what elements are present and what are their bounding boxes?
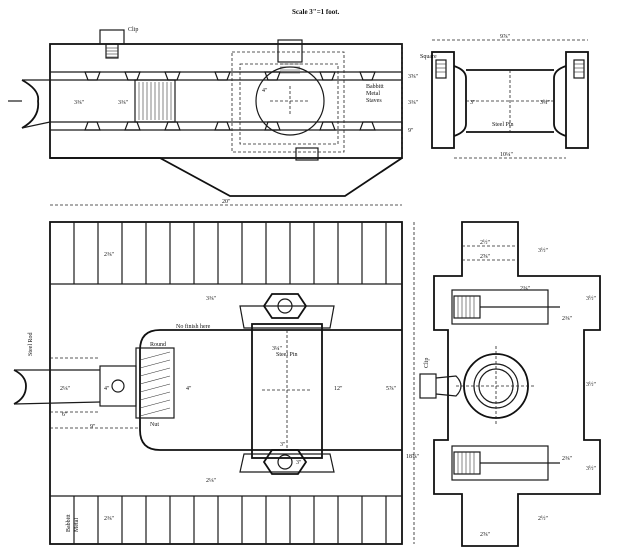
top-babbitt-line3: Staves — [366, 98, 382, 104]
plan-dim-0: 2⅜" — [104, 252, 115, 258]
top-taper-outline — [50, 157, 403, 197]
top-threaded-section — [134, 79, 176, 123]
plan-rod-end — [13, 369, 27, 405]
top-elevation-view: Clip Babbitt Metal Staves 20" 3 — [8, 27, 419, 206]
top-babbitt-line1: Babbitt — [366, 84, 384, 90]
plan-inner-cutout — [139, 329, 402, 451]
end-dim-7: 2⅜" — [562, 456, 573, 462]
end-outline — [433, 221, 601, 547]
top-dim-d: 3⅝" — [408, 74, 419, 80]
plan-central-pin — [251, 323, 323, 459]
top-dashed-housing — [231, 51, 345, 153]
top-clip-block — [99, 29, 125, 45]
pin-left-flange — [431, 51, 455, 149]
pin-detail-view: 9⅞" 10¼" 3" 3¾" Steel Pin Square — [420, 34, 589, 159]
pin-steel-label: Steel Pin — [492, 122, 514, 128]
plan-no-finish-label: No finish here — [176, 323, 211, 330]
top-dim-f: 9" — [408, 128, 414, 134]
plan-dim-14: 18⅝" — [406, 454, 420, 460]
plan-dim-2: 5⅞" — [386, 386, 397, 392]
plan-dim-10: 2⅜" — [104, 516, 115, 522]
plan-top-nut — [262, 293, 308, 319]
plan-round-label: Round — [150, 342, 166, 348]
pin-dim-overall: 9⅞" — [500, 34, 511, 40]
plan-dim-7: 9" — [90, 424, 96, 430]
plan-staves-top — [73, 222, 387, 284]
end-dim-4: 3½" — [586, 295, 597, 302]
end-dim-9: 2½" — [538, 515, 549, 522]
end-dim-6: 3½" — [586, 381, 597, 388]
top-body-outline — [49, 43, 403, 159]
plan-dim-12: 6" — [62, 412, 68, 418]
pin-square-label: Square — [420, 54, 437, 60]
plan-babbitt-line2: Metal — [74, 518, 80, 532]
end-view: Clip 2½" 2⅝" 3½" 2⅜" 3½" 2⅜" 3½" 2⅜" 3½"… — [419, 221, 601, 547]
plan-dim-9: 12" — [334, 386, 343, 392]
top-dim-overall: 20" — [222, 199, 231, 205]
top-dim-b: 3⅜" — [118, 100, 129, 106]
plan-dim-3: 3¼" — [272, 346, 283, 352]
plan-dim-1: 3⅜" — [206, 296, 217, 302]
plan-bottom-nut — [262, 449, 308, 475]
pin-dim-a: 3" — [470, 100, 476, 106]
pin-dim-b: 3¾" — [540, 99, 551, 106]
top-rod-end — [21, 79, 40, 129]
plan-outline — [49, 221, 403, 545]
top-babbitt-line2: Metal — [366, 91, 380, 97]
plan-dim-4: 4" — [186, 386, 192, 392]
plan-dim-11: 2⅛" — [206, 478, 217, 484]
plan-dim-5: 2⅛" — [60, 386, 71, 392]
plan-dim-13: 3" — [296, 460, 302, 466]
top-dim-e: 3⅜" — [408, 100, 419, 106]
plan-view: No finish here Round Steel Pin Steel Rod… — [13, 221, 420, 545]
end-dim-3: 2⅜" — [520, 286, 531, 292]
end-dim-10: 2⅝" — [480, 532, 491, 538]
top-staves-upper — [84, 71, 376, 81]
top-clip-label: Clip — [128, 27, 138, 33]
end-dim-0: 2½" — [480, 239, 491, 246]
pin-right-flange — [565, 51, 589, 149]
pin-dim-inner: 10¼" — [500, 152, 514, 158]
end-dim-8: 3½" — [586, 465, 597, 472]
end-clip — [419, 373, 437, 399]
plan-dim-6: 4" — [104, 386, 110, 392]
plan-babbitt-line1: Babbitt — [66, 514, 72, 532]
scale-title: Scale 3"=1 foot. — [292, 8, 340, 16]
plan-steel-pin-label: Steel Pin — [276, 352, 298, 358]
end-dim-1: 2⅝" — [480, 254, 491, 260]
end-clip-label: Clip — [424, 358, 430, 368]
plan-staves-bottom — [73, 496, 387, 544]
plan-dim-8: 3" — [280, 442, 286, 448]
top-staves-lower — [84, 121, 376, 131]
end-dim-5: 2⅜" — [562, 316, 573, 322]
top-dim-c: 4" — [262, 88, 268, 94]
top-dim-a: 3⅜" — [74, 100, 85, 106]
top-pin-cap — [277, 39, 303, 63]
plan-nut-label: Nut — [150, 422, 159, 428]
plan-threaded-nut — [135, 347, 175, 419]
end-dim-2: 3½" — [538, 247, 549, 254]
plan-steel-rod-label: Steel Rod — [28, 333, 34, 357]
